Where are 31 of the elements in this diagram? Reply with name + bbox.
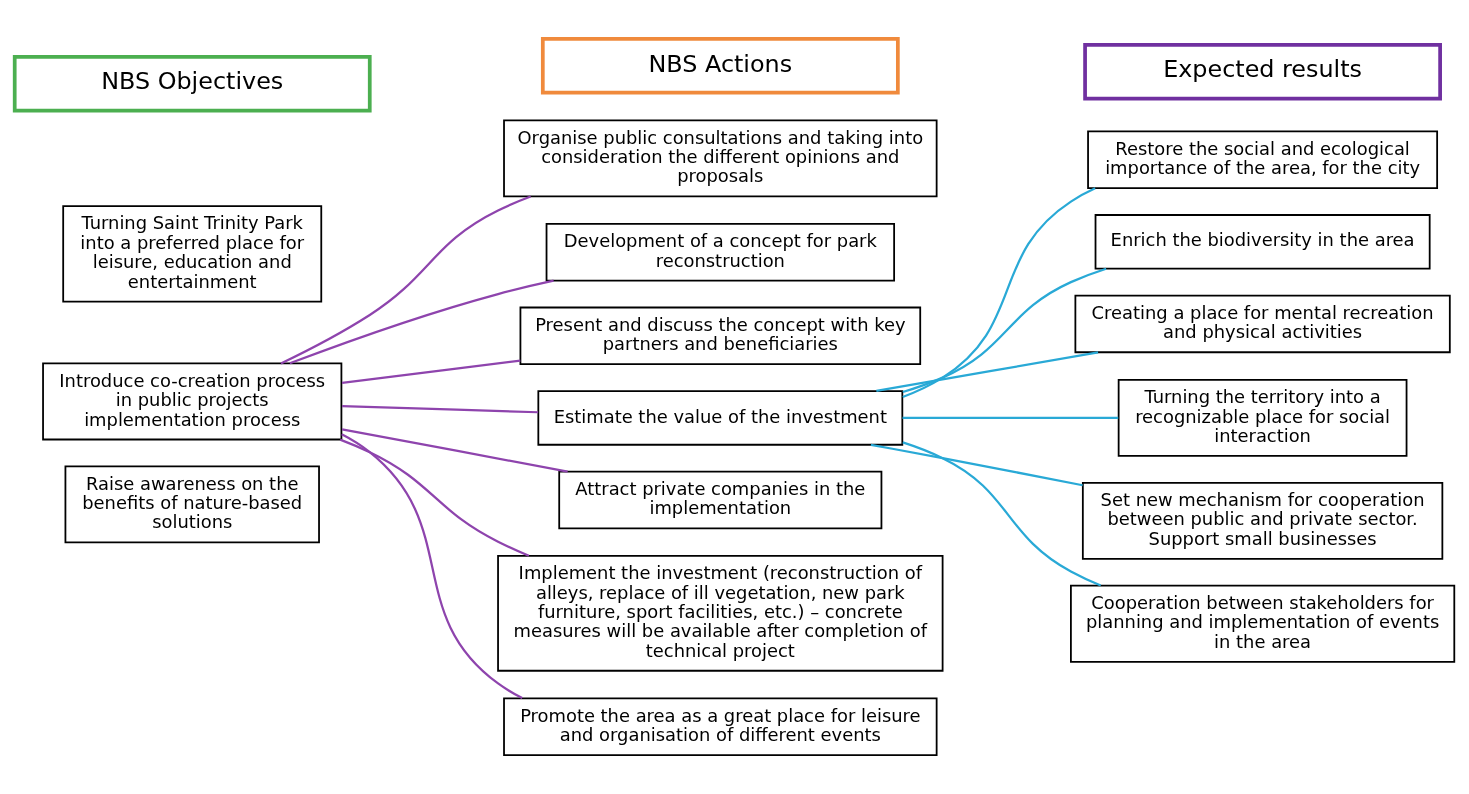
- node-box: NBS Actions: [540, 37, 900, 95]
- connector: [342, 405, 539, 414]
- node-box: Enrich the biodiversity in the area: [1094, 214, 1431, 270]
- node-box: Introduce co-creation process in public projects implementation process: [42, 362, 343, 441]
- node-box: Set new mechanism for cooperation between public and private sector. Support small businesses: [1081, 481, 1444, 560]
- connector: [902, 416, 1119, 419]
- connector: [289, 279, 554, 365]
- node-box: Attract private companies in the implementation: [558, 470, 883, 530]
- node-box: Creating a place for mental recreation and physical activities: [1074, 294, 1451, 354]
- node-box: Restore the social and ecological importance of the area, for the city: [1087, 130, 1439, 190]
- connector: [902, 187, 1096, 398]
- connector: [341, 433, 523, 700]
- node-box: Turning the territory into a recognizable place for social interaction: [1117, 378, 1408, 457]
- node-box: Expected results: [1083, 43, 1442, 101]
- node-box: Estimate the value of the investment: [537, 390, 904, 446]
- node-box: Development of a concept for park reconstruction: [545, 223, 895, 282]
- node-box: Organise public consultations and taking into consideration the different opinions and proposals: [503, 119, 938, 198]
- connector: [870, 443, 1083, 487]
- node-box: Cooperation between stakeholders for planning and implementation of events in the area: [1070, 584, 1456, 663]
- connector: [902, 267, 1107, 394]
- connector: [876, 351, 1099, 393]
- node-box: NBS Objectives: [12, 55, 372, 113]
- connector: [280, 195, 532, 365]
- node-box: Implement the investment (reconstruction of alleys, replace of ill vegetation, new park furniture, sport facilities, etc.) – concrete measures will be available after completion of technical project: [497, 555, 944, 672]
- node-box: Present and discuss the concept with key partners and beneficiaries: [519, 306, 922, 366]
- node-box: Promote the area as a great place for leisure and organisation of different events: [503, 697, 938, 756]
- connector: [341, 359, 521, 385]
- connector: [341, 428, 568, 473]
- node-box: Turning Saint Trinity Park into a preferred place for leisure, education and entertainment: [62, 205, 323, 303]
- node-box: Raise awareness on the benefits of nature-based solutions: [64, 465, 320, 544]
- connector: [339, 438, 530, 557]
